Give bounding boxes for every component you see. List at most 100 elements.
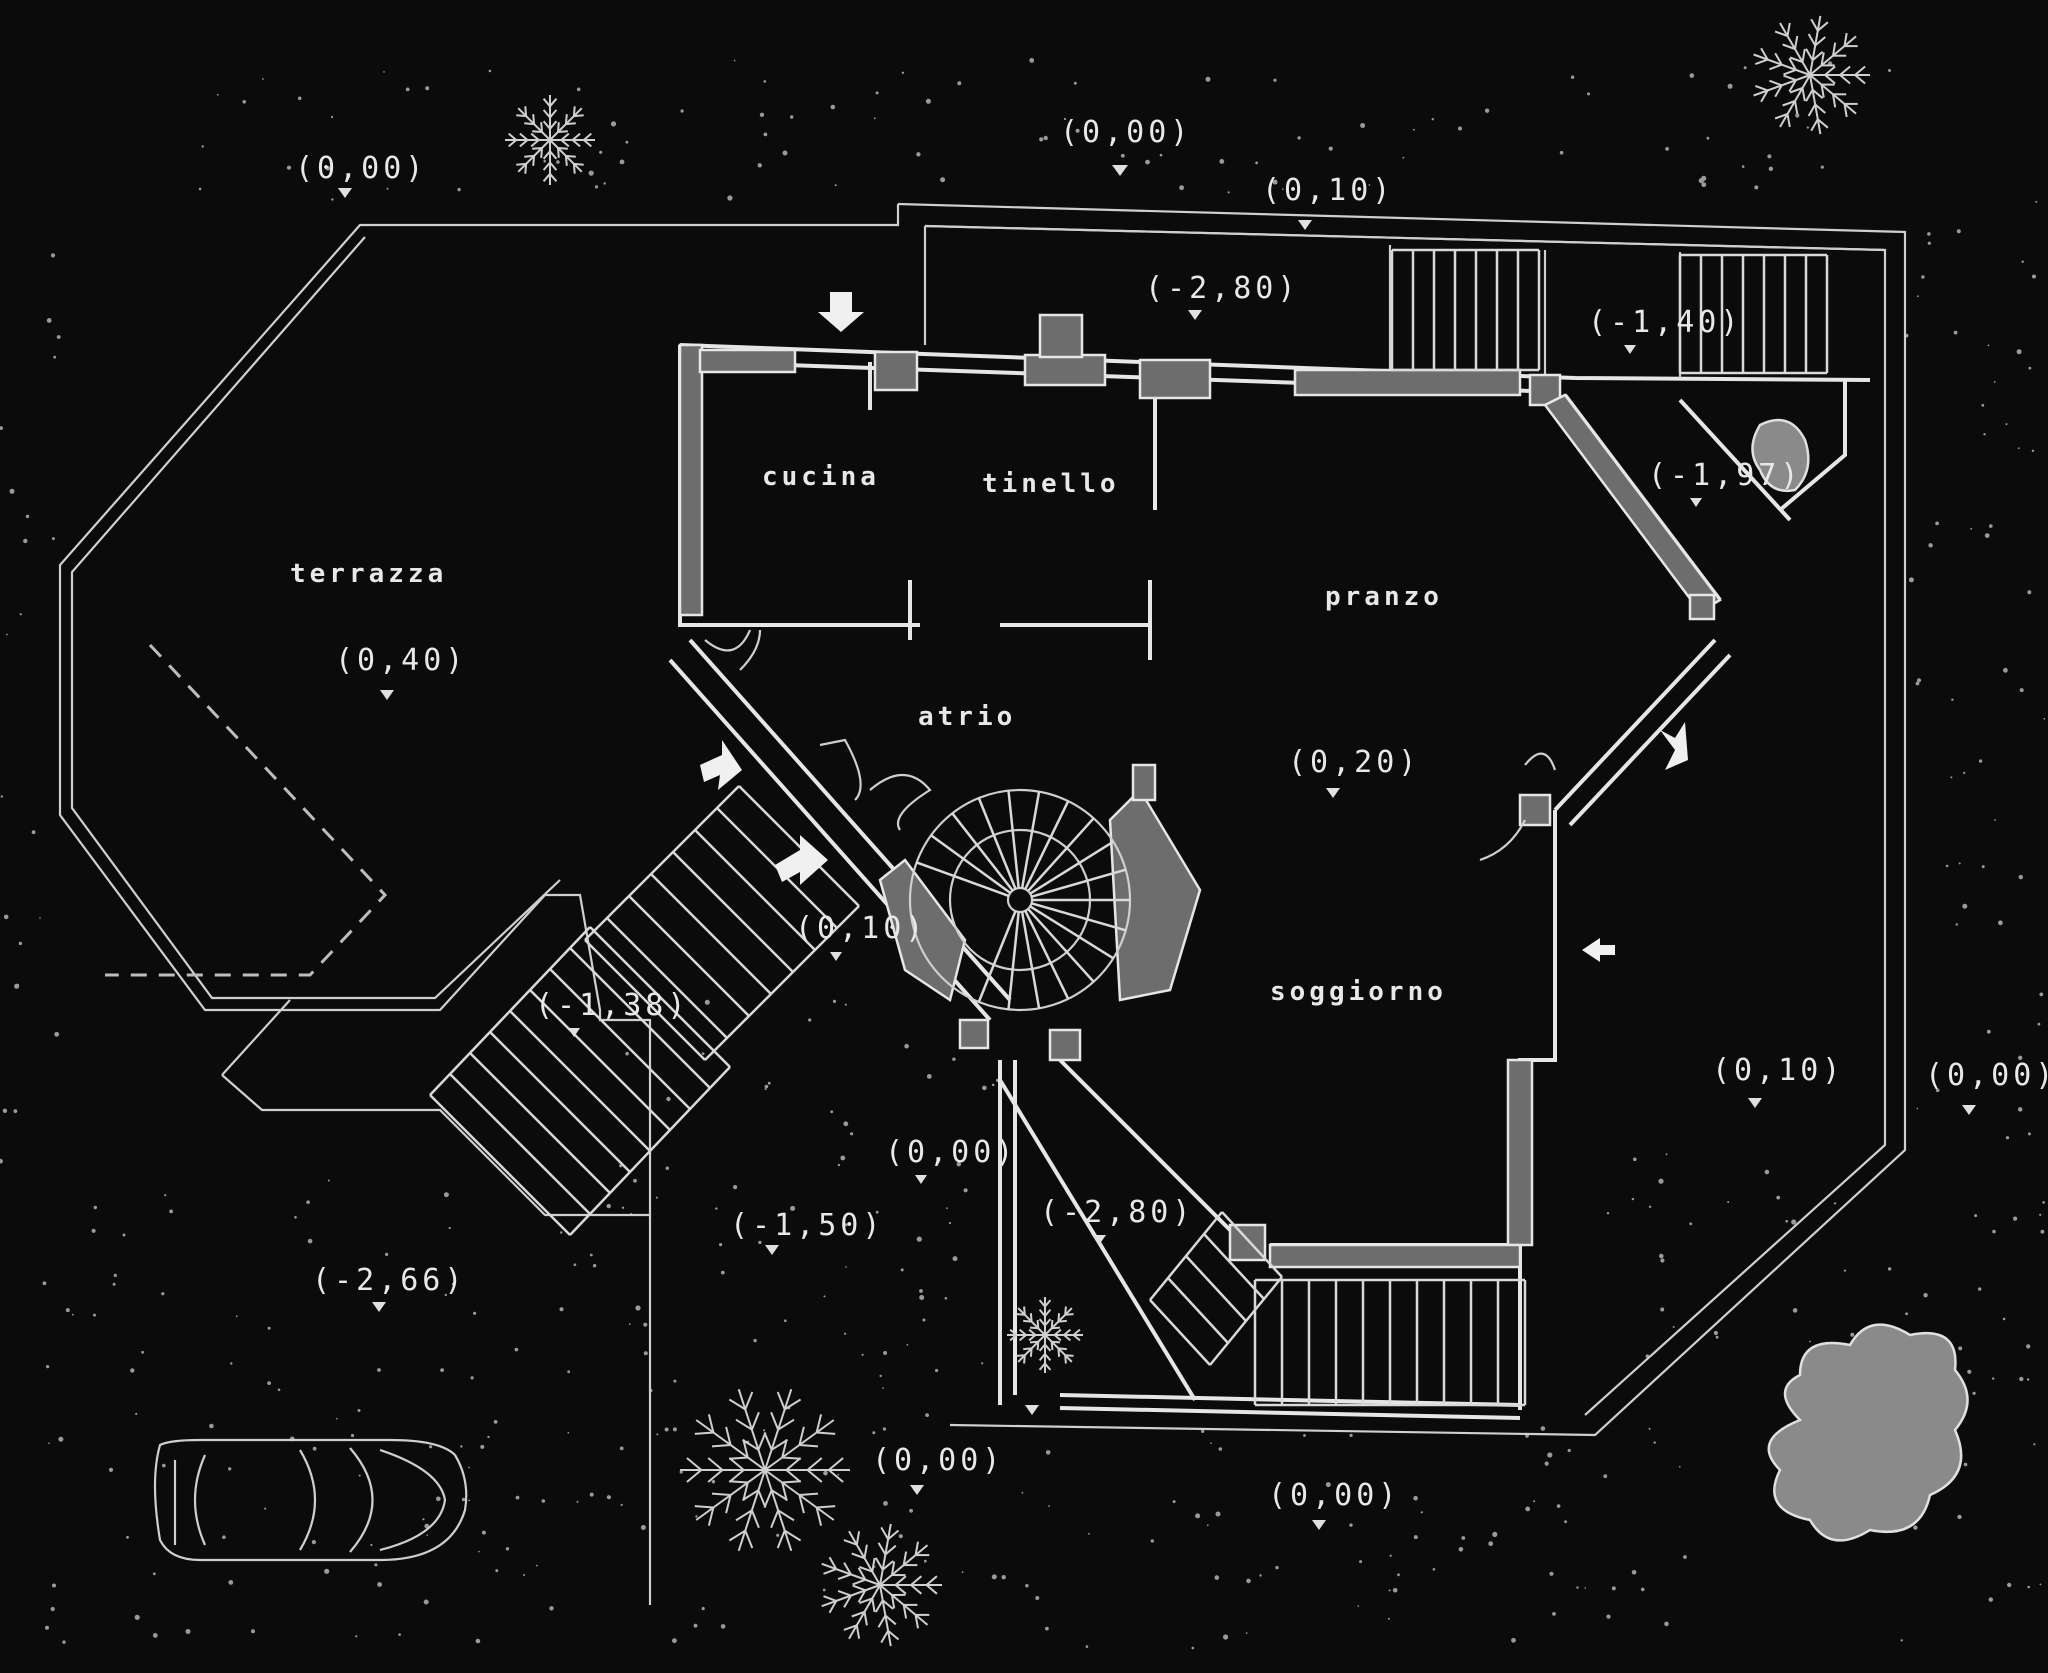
ground-speck <box>135 1412 138 1415</box>
ground-speck <box>1908 577 1914 583</box>
ground-speck <box>2027 1585 2030 1589</box>
ground-speck <box>1988 1597 1994 1602</box>
ground-speck <box>461 1497 466 1502</box>
ground-speck <box>919 1289 923 1293</box>
arrow-west-2 <box>775 835 828 885</box>
ground-speck <box>1297 136 1301 140</box>
tree-twig <box>859 1597 873 1605</box>
ground-speck <box>9 488 15 494</box>
spiral-tread <box>1020 911 1041 1009</box>
tree-twig <box>1063 1334 1072 1342</box>
ground-speck <box>567 1431 570 1434</box>
tree-twig <box>1788 79 1797 93</box>
tree-twig <box>843 1539 858 1546</box>
ground-speck <box>720 1270 725 1275</box>
east-outline <box>897 202 1907 1437</box>
ground-speck <box>0 795 3 798</box>
ground-speck <box>961 1571 964 1574</box>
hatch-stair-core-left <box>878 858 967 1003</box>
hatch-chimney-top <box>1038 313 1084 359</box>
ground-speck <box>1658 1178 1664 1184</box>
ground-speck <box>1640 1587 1645 1592</box>
ground-speck <box>230 1362 233 1365</box>
tree-twig <box>1053 1334 1062 1342</box>
ground-speck <box>1045 1626 1049 1631</box>
ground-speck <box>1664 1621 1669 1627</box>
ground-speck <box>440 1368 444 1372</box>
ground-speck <box>1963 1462 1968 1467</box>
ground-speck <box>1603 1474 1608 1479</box>
stair-tread <box>1203 1233 1265 1300</box>
ground-speck <box>228 1580 234 1585</box>
stair-tread <box>1221 1211 1283 1278</box>
svg-text:(-2,66): (-2,66) <box>312 1263 466 1298</box>
ground-speck <box>448 1226 451 1230</box>
tree-twig <box>1788 57 1797 71</box>
ground-speck <box>883 1501 888 1506</box>
level-entrance-top: (0,10) <box>1262 173 1390 230</box>
tree-twig <box>742 1482 749 1501</box>
ground-speck <box>2003 667 2008 673</box>
tree-twig <box>1811 89 1824 99</box>
tree-twig <box>771 1439 788 1451</box>
tree-twig <box>524 163 528 174</box>
ground-speck <box>733 59 736 62</box>
spiral-stair <box>908 788 1132 1012</box>
tree-twig <box>707 1469 724 1483</box>
ground-speck <box>1567 1448 1571 1453</box>
arrow-west-1 <box>700 740 742 790</box>
ground-speck <box>1727 1201 1730 1203</box>
svg-text:(-2,80): (-2,80) <box>1040 1195 1194 1230</box>
tree-twig <box>894 1584 907 1595</box>
level-bottom-right: (0,00) <box>1268 1478 1396 1530</box>
ground-speck <box>2043 717 2046 720</box>
ground-speck <box>764 1084 769 1089</box>
ground-speck <box>599 150 603 154</box>
ground-speck <box>1547 1452 1553 1458</box>
tree-twig <box>1782 100 1796 107</box>
ground-speck <box>201 145 204 148</box>
tree-twig <box>784 1398 802 1411</box>
ground-speck <box>845 1266 847 1268</box>
tree-twig <box>573 162 584 166</box>
ground-speck <box>1970 527 1973 530</box>
level-basement-court: (-2,80) <box>1040 1195 1194 1245</box>
tree-twig <box>1814 36 1826 47</box>
tree-twig <box>828 1469 844 1483</box>
tree-twig <box>1854 74 1866 85</box>
tree-twig <box>1786 113 1791 128</box>
tree-twig <box>711 1444 731 1448</box>
tree-twig <box>1789 56 1803 63</box>
hatch-kitchen-n <box>698 348 797 374</box>
ground-speck <box>701 1052 705 1055</box>
tree-twig <box>564 114 568 125</box>
ground-speck <box>93 1205 98 1210</box>
ground-speck <box>1039 137 1044 142</box>
level-stair-top-right: (-1,40) <box>1588 305 1738 354</box>
tree-twig <box>781 1439 788 1458</box>
ground-speck <box>782 150 788 156</box>
ground-speck <box>423 1599 429 1605</box>
ground-speck <box>1611 1586 1616 1591</box>
label-terrazza: terrazza <box>290 559 447 589</box>
ground-speck <box>331 115 334 119</box>
ground-speck <box>470 1376 474 1380</box>
tree-twig <box>571 139 581 148</box>
ground-speck <box>1981 403 1985 407</box>
stair-west-lower <box>429 926 731 1236</box>
ground-speck <box>1388 1589 1391 1592</box>
ground-speck <box>505 1547 510 1551</box>
tree-twig <box>532 130 543 133</box>
ground-speck <box>1648 1427 1651 1430</box>
ground-speck <box>2028 366 2032 370</box>
ground-speck <box>13 1109 18 1113</box>
tree-twig <box>1774 113 1788 120</box>
tree-twig <box>798 1494 805 1514</box>
ground-speck <box>944 1297 948 1300</box>
stair-tread <box>449 1073 591 1215</box>
ground-speck <box>1987 344 1990 347</box>
ground-speck <box>71 1313 74 1316</box>
ground-speck <box>2017 1107 2023 1112</box>
ground-speck <box>906 1344 909 1346</box>
ground-speck <box>981 1362 984 1365</box>
